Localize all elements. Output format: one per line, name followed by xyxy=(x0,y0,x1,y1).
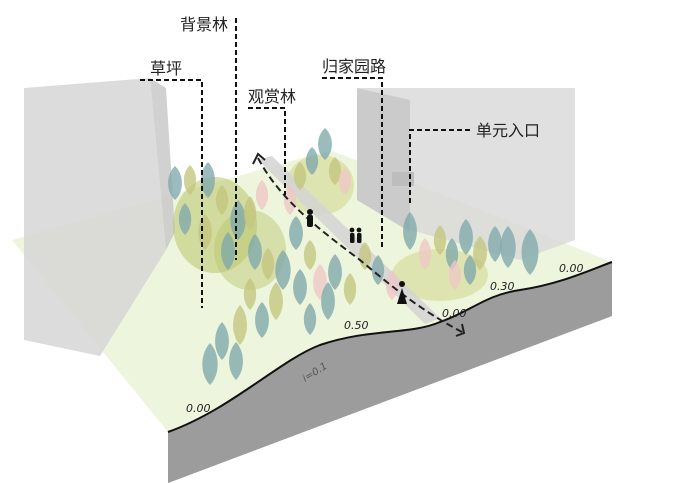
tree-icon xyxy=(255,302,269,338)
tree-icon xyxy=(500,226,516,268)
tree-icon xyxy=(321,282,335,320)
trees-layer xyxy=(168,128,539,385)
elevation-far-right: 0.00 xyxy=(559,262,584,275)
building-right-side xyxy=(357,88,410,232)
person-icon xyxy=(349,227,362,243)
tree-icon xyxy=(303,303,317,335)
tree-icon xyxy=(473,236,487,270)
tree-icon xyxy=(521,229,539,275)
tree-icon xyxy=(385,270,399,300)
elevation-front-left: 0.00 xyxy=(186,402,211,415)
tree-icon xyxy=(183,165,197,195)
tree-icon xyxy=(488,226,502,262)
tree-icon xyxy=(448,260,462,290)
tree-icon xyxy=(229,342,243,380)
label-home-path: 归家园路 xyxy=(322,57,386,76)
tree-icon xyxy=(230,200,246,240)
label-lawn: 草坪 xyxy=(150,59,182,78)
leader-ornamental-forest xyxy=(248,107,286,195)
tree-icon xyxy=(289,216,303,250)
tree-icon xyxy=(403,212,417,250)
tree-icon xyxy=(269,282,283,320)
tree-icon xyxy=(233,305,247,345)
tree-icon xyxy=(255,180,269,210)
tree-icon xyxy=(328,254,342,290)
label-ornamental-forest: 观赏林 xyxy=(248,87,296,106)
unit-entrance-canopy xyxy=(392,172,414,186)
label-background-forest: 背景林 xyxy=(180,15,228,34)
tree-icon xyxy=(303,240,317,270)
tree-icon xyxy=(202,343,218,385)
tree-icon xyxy=(215,322,229,360)
tree-icon xyxy=(358,242,372,270)
building-left-side xyxy=(150,78,175,250)
tree-icon xyxy=(283,185,297,215)
terrain-section xyxy=(168,262,612,483)
tree-icon xyxy=(243,196,257,230)
label-unit-entrance: 单元入口 xyxy=(476,121,540,140)
tree-icon xyxy=(215,185,229,215)
tree-icon xyxy=(418,238,432,270)
arrow-head-start xyxy=(252,152,266,165)
tree-icon xyxy=(293,269,307,305)
building-left xyxy=(24,78,166,356)
tree-icon xyxy=(248,234,262,270)
tree-icon xyxy=(338,167,352,195)
elevation-path-end: 0.00 xyxy=(442,307,467,320)
tree-icon xyxy=(178,203,192,235)
terrain-profile-line xyxy=(167,261,613,433)
elevation-mound: 0.50 xyxy=(344,319,369,332)
tree-icon xyxy=(293,162,307,190)
tree-icon xyxy=(168,166,182,200)
person-icon xyxy=(307,209,313,227)
tree-icon xyxy=(463,255,477,285)
person-icon xyxy=(397,281,407,304)
tree-icon xyxy=(261,248,275,280)
leader-unit-entrance xyxy=(409,129,470,205)
tree-icon xyxy=(275,250,291,290)
tree-icon xyxy=(371,255,385,285)
tree-icon xyxy=(221,232,235,270)
elevation-right-rise: 0.30 xyxy=(490,280,515,293)
path-arrow-icon xyxy=(257,157,463,333)
tree-icon xyxy=(243,278,257,310)
tree-icon xyxy=(328,157,342,185)
leader-lawn xyxy=(140,79,203,308)
shrub-mass xyxy=(173,177,257,273)
tree-icon xyxy=(318,128,332,160)
shrub-mass xyxy=(392,249,488,301)
tree-icon xyxy=(305,147,319,175)
tree-icon xyxy=(201,162,215,198)
tree-icon xyxy=(433,225,447,255)
tree-icon xyxy=(343,273,357,305)
tree-icon xyxy=(459,219,473,255)
leader-home-path xyxy=(322,77,383,248)
arrow-head-end xyxy=(455,323,466,337)
